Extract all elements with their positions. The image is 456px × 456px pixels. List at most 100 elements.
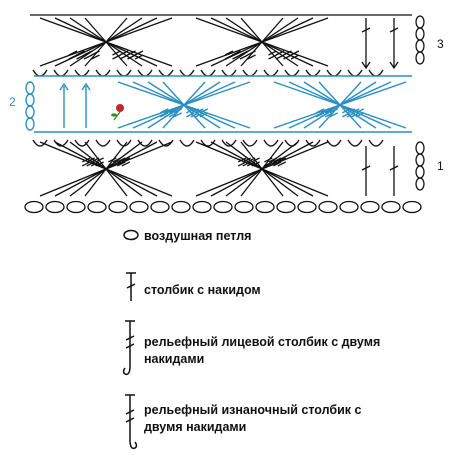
cross-stitch-row3-tick <box>91 54 100 60</box>
chain-stitch <box>360 200 380 214</box>
cross-stitch-row1-tick <box>251 157 260 163</box>
legend-label-back-post: рельефный изнаночный столбик с двумя нак… <box>144 403 362 434</box>
cross-stitch-row2-tick <box>194 108 204 114</box>
rose-icon <box>116 104 124 112</box>
post-hook <box>137 69 153 77</box>
cross-stitch-row3-tick <box>91 50 100 56</box>
cross-stitch-row1-tick <box>108 157 117 163</box>
crochet-chart: 3 2 1 <box>9 14 444 214</box>
double-crochet-icon <box>118 270 144 304</box>
cross-stitch-row1-tick <box>251 161 260 167</box>
cross-stitch-row2-tick <box>350 108 360 114</box>
cross-stitch-row1-tick <box>117 157 126 163</box>
cross-stitch-row3-tick <box>134 50 144 56</box>
legend-label-front-post: рельефный лицевой столбик с двумя накида… <box>144 335 381 366</box>
post-hook <box>263 69 279 77</box>
post-hook <box>242 139 258 147</box>
cross-stitch-row1-tick <box>237 161 247 167</box>
chain-stitch <box>66 200 86 214</box>
turning-chain <box>25 105 35 119</box>
cross-stitch-row1-tick <box>121 161 131 167</box>
row3-arrow <box>361 61 371 70</box>
cross-stitch-row1-tick <box>268 157 278 163</box>
cross-stitch-row2-tick <box>320 108 330 114</box>
cross-stitch-row3-tick <box>268 50 277 56</box>
row3-vertical-tick <box>361 27 371 33</box>
cross-stitch-row1-tick <box>277 157 287 163</box>
post-hook <box>200 69 216 77</box>
chain-stitch-icon <box>118 228 144 242</box>
cross-stitch-row1 <box>84 141 128 197</box>
post-hook <box>305 69 321 77</box>
cross-stitch-row2-tick <box>341 112 351 118</box>
cross-stitch-row2-tick <box>324 108 334 114</box>
post-hook <box>95 69 111 77</box>
cross-stitch-row2 <box>318 81 362 129</box>
cross-stitch-row3 <box>84 17 128 67</box>
legend-item-double-crochet: столбик с накидом <box>118 270 384 304</box>
turning-chain <box>415 153 425 167</box>
cross-stitch-row1-tick <box>95 157 104 163</box>
post-hook <box>158 69 174 77</box>
cross-stitch-row2-tick <box>168 108 178 114</box>
turning-chain <box>25 81 35 95</box>
chain-stitch <box>129 200 149 214</box>
row-label-2: 2 <box>9 95 16 109</box>
cross-stitch-row3-tick <box>83 54 93 60</box>
post-hook <box>179 69 195 77</box>
cross-stitch-row1 <box>240 141 284 197</box>
cross-stitch-row2-tick <box>341 108 351 114</box>
chain-stitch <box>276 200 296 214</box>
cross-stitch-row1-tick <box>95 161 104 167</box>
post-hook <box>326 139 342 147</box>
row-label-1: 1 <box>437 159 444 173</box>
turning-chain <box>25 93 35 107</box>
row2-arrow <box>81 82 91 91</box>
cross-stitch-row3-tick <box>232 54 241 60</box>
cross-stitch-row1-tick <box>117 161 126 167</box>
cross-stitch-row3 <box>240 17 284 67</box>
legend-label-double-crochet: столбик с накидом <box>144 283 261 297</box>
post-hook <box>53 69 69 77</box>
turning-chain <box>415 39 425 53</box>
cross-stitch-row3-tick <box>232 50 241 56</box>
turning-chain <box>415 177 425 191</box>
cross-stitch-row3-tick <box>283 50 292 56</box>
cross-stitch-row3-tick <box>68 50 78 56</box>
post-hook <box>200 139 216 147</box>
row3-arrow <box>389 61 399 70</box>
cross-stitch-row3-tick <box>76 54 85 60</box>
cross-stitch-row2-tick <box>159 112 169 118</box>
post-hook <box>32 139 48 147</box>
cross-stitch-row1-tick <box>242 157 251 163</box>
post-hook <box>284 139 300 147</box>
chain-stitch <box>150 200 170 214</box>
cross-stitch-row1-tick <box>277 161 287 167</box>
chain-stitch <box>402 200 422 214</box>
post-hook <box>284 69 300 77</box>
cross-stitch-row3-tick <box>224 50 234 56</box>
chain-stitch <box>192 200 212 214</box>
cross-stitch-row1-tick <box>246 161 256 167</box>
turning-chain <box>415 51 425 65</box>
chain-stitch <box>318 200 338 214</box>
cross-stitch-row3-tick <box>83 50 93 56</box>
post-hook <box>368 69 384 77</box>
cross-stitch-row1-tick <box>273 157 282 163</box>
chain-stitch <box>171 200 191 214</box>
cross-stitch-row1-tick <box>86 161 95 167</box>
chain-stitch <box>213 200 233 214</box>
cross-stitch-row3-tick <box>283 54 292 60</box>
cross-stitch-row2-tick <box>315 108 325 114</box>
cross-stitch-row1-tick <box>108 161 117 167</box>
post-hook <box>74 139 90 147</box>
cross-stitch-row2-tick <box>173 112 183 118</box>
post-hook <box>347 69 363 77</box>
cross-stitch-row3-tick <box>239 54 249 60</box>
cross-stitch-row1-tick <box>237 157 247 163</box>
cross-stitch-row3-tick <box>290 50 300 56</box>
cross-stitch-row2-tick <box>185 112 195 118</box>
chain-stitch <box>339 200 359 214</box>
row3-vertical-tick <box>389 27 399 33</box>
cross-stitch-row2 <box>162 81 206 129</box>
